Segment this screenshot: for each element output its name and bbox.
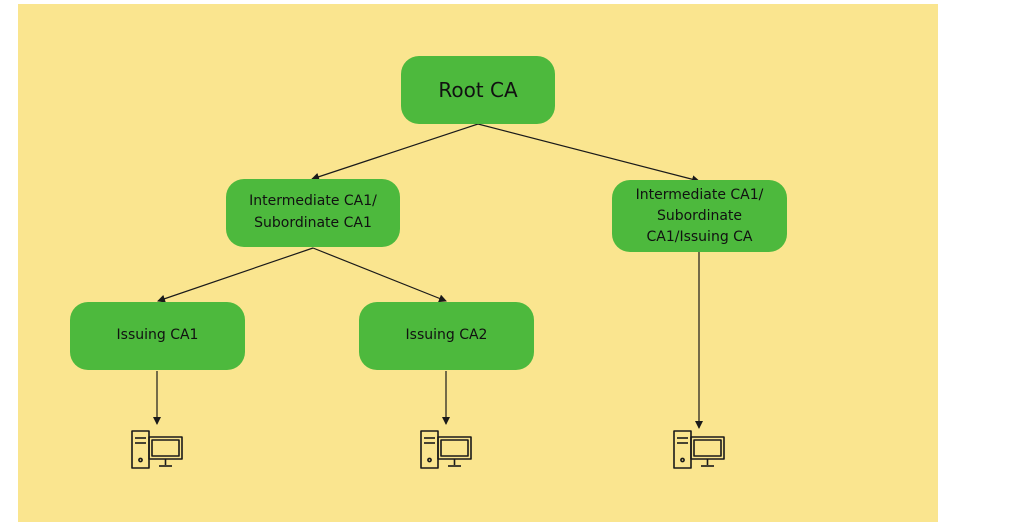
edge-intermediate-left-to-issuing-2 (312, 247, 447, 303)
issuing-ca2-label: Issuing CA2 (405, 327, 488, 344)
edge-root-to-intermediate-left (311, 123, 479, 181)
intermediate-right-line-1: Intermediate CA1/ (635, 186, 764, 203)
root-ca-node: Root CA (401, 56, 555, 124)
edge-intermediate-left-to-issuing-1 (157, 247, 314, 303)
computer-icon (131, 430, 183, 469)
issuing-ca1-label: Issuing CA1 (116, 327, 199, 344)
intermediate-ca-left-node: Intermediate CA1/ Subordinate CA1 (226, 179, 400, 247)
computer-icon (673, 430, 725, 469)
intermediate-left-line-2: Subordinate CA1 (254, 215, 372, 231)
intermediate-left-line-1: Intermediate CA1/ (249, 193, 377, 210)
intermediate-ca-right-node: Intermediate CA1/ Subordinate CA1/Issuin… (612, 180, 787, 252)
computer-icon (420, 430, 472, 469)
root-ca-label: Root CA (438, 77, 518, 102)
issuing-ca1-node: Issuing CA1 (70, 302, 245, 370)
intermediate-right-line-3: CA1/Issuing CA (646, 228, 753, 245)
intermediate-right-line-2: Subordinate (656, 207, 743, 224)
issuing-ca2-node: Issuing CA2 (359, 302, 534, 370)
edge-root-to-intermediate-right (477, 123, 700, 184)
